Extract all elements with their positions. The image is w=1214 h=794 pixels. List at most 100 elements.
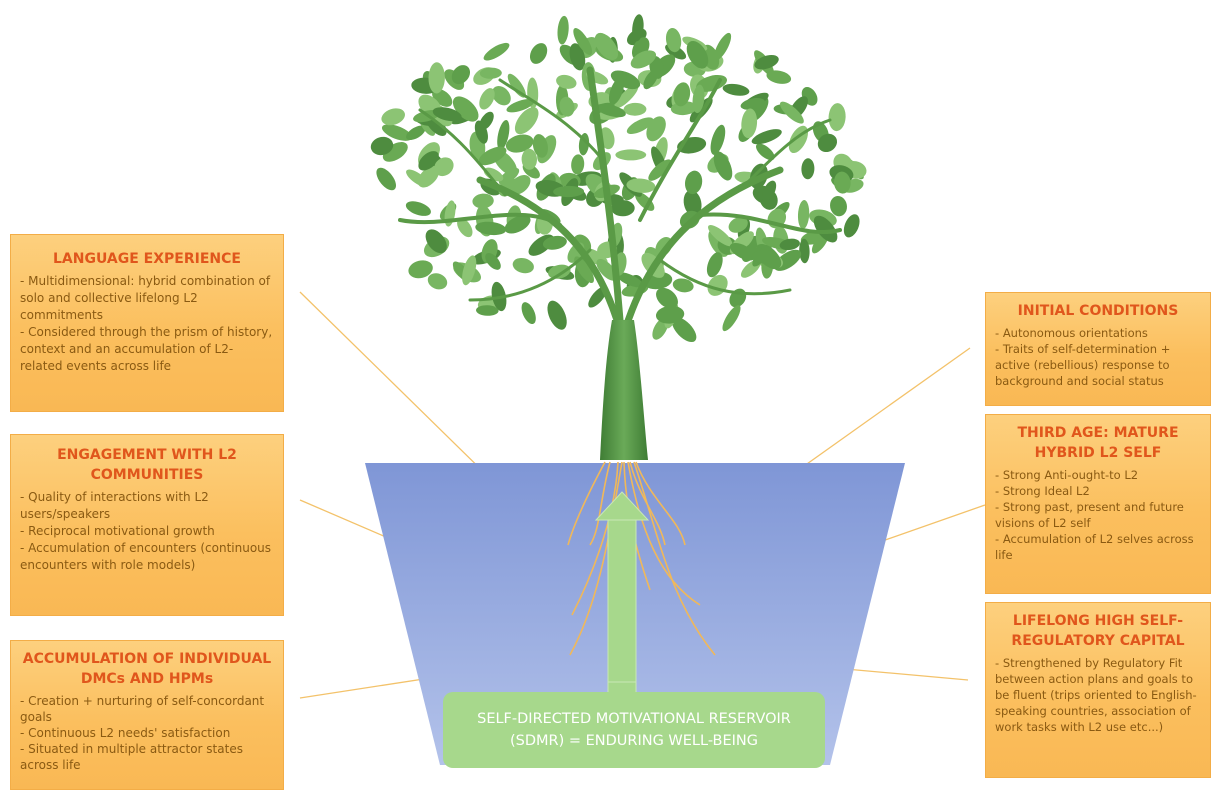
- leaf: [665, 27, 682, 53]
- leaf: [428, 62, 445, 94]
- leaf: [479, 111, 494, 131]
- list-item: Traits of self-determination + active (r…: [995, 341, 1201, 389]
- leaf: [655, 305, 685, 324]
- leaf: [457, 218, 473, 238]
- leaf: [548, 264, 571, 279]
- leaf: [451, 65, 471, 85]
- box-title: LIFELONG HIGH SELF-REGULATORY CAPITAL: [1011, 613, 1185, 649]
- box-title: INITIAL CONDITIONS: [1017, 303, 1179, 319]
- leaf: [472, 193, 494, 209]
- leaf: [616, 272, 643, 288]
- leaf: [514, 107, 539, 135]
- leaf: [547, 300, 567, 330]
- leaf: [706, 252, 723, 278]
- leaf: [569, 43, 586, 71]
- tree-icon: [370, 14, 867, 460]
- list-item: Strong Ideal L2: [995, 483, 1201, 499]
- list-item: Strong Anti-ought-to L2: [995, 467, 1201, 483]
- leaf: [813, 215, 838, 243]
- leaf: [672, 317, 697, 343]
- leaf: [788, 125, 809, 154]
- leaf: [708, 224, 733, 247]
- leaf: [505, 134, 534, 153]
- leaf: [615, 149, 647, 161]
- list-item: Accumulation of encounters (continuous e…: [20, 540, 274, 574]
- box-third-age: THIRD AGE: MATURE HYBRID L2 SELF Strong …: [985, 414, 1211, 594]
- leaf: [434, 157, 454, 177]
- box-language-experience: LANGUAGE EXPERIENCE Multidimensional: hy…: [10, 234, 284, 412]
- leaf: [751, 129, 782, 145]
- leaf: [656, 287, 678, 309]
- leaf: [608, 77, 625, 105]
- leaf: [557, 15, 569, 45]
- leaf: [418, 151, 439, 171]
- leaf: [740, 98, 765, 110]
- leaf: [573, 28, 593, 55]
- roots: [567, 461, 716, 656]
- leaf: [425, 229, 447, 254]
- box-title: ACCUMULATION OF INDIVIDUAL DMCs AND HPMs: [22, 651, 272, 687]
- leaf: [710, 124, 726, 155]
- leaf: [683, 190, 702, 217]
- leaf: [797, 200, 810, 229]
- leaf: [762, 180, 777, 202]
- leaf: [779, 101, 804, 124]
- box-items: Strong Anti-ought-to L2 Strong Ideal L2 …: [995, 467, 1201, 563]
- leaf: [729, 242, 756, 261]
- leaf: [381, 108, 405, 126]
- box-lifelong-self-regulatory-capital: LIFELONG HIGH SELF-REGULATORY CAPITAL St…: [985, 602, 1211, 778]
- leaf: [476, 305, 499, 316]
- leaf: [512, 257, 534, 274]
- leaf: [751, 249, 778, 264]
- leaf: [475, 221, 507, 236]
- leaf: [485, 252, 501, 270]
- list-item: Continuous L2 needs' satisfaction: [20, 725, 274, 741]
- branches: [398, 66, 842, 334]
- leaf: [626, 117, 654, 134]
- leaf: [843, 214, 860, 238]
- leaf: [542, 235, 567, 250]
- leaf: [754, 54, 779, 70]
- box-title: ENGAGEMENT WITH L2 COMMUNITIES: [57, 447, 237, 483]
- leaf: [521, 148, 538, 170]
- leaf: [630, 50, 657, 69]
- leaf: [611, 200, 635, 217]
- leaf: [408, 260, 433, 279]
- leaf: [635, 192, 655, 211]
- leaf: [817, 133, 838, 153]
- list-item: Creation + nurturing of self-concordant …: [20, 693, 274, 725]
- list-item: Autonomous orientations: [995, 325, 1201, 341]
- box-items: Multidimensional: hybrid combination of …: [20, 273, 274, 375]
- leaf: [381, 124, 413, 141]
- leaf: [596, 259, 618, 281]
- box-title: LANGUAGE EXPERIENCE: [53, 251, 241, 267]
- leaf: [649, 55, 664, 79]
- leaf: [529, 43, 548, 64]
- leaf: [728, 217, 748, 233]
- leaf: [799, 238, 810, 264]
- leaf: [614, 84, 639, 109]
- leaf: [532, 134, 548, 158]
- leaf: [508, 175, 531, 195]
- leaf: [506, 98, 535, 113]
- leaf: [483, 167, 504, 182]
- box-items: Strengthened by Regulatory Fit between a…: [995, 655, 1201, 735]
- leaf: [521, 302, 536, 325]
- box-engagement-with-l2-communities: ENGAGEMENT WITH L2 COMMUNITIES Quality o…: [10, 434, 284, 616]
- leaf: [370, 136, 394, 156]
- leaf: [478, 146, 507, 166]
- leaf: [648, 159, 672, 181]
- leaf: [594, 32, 619, 61]
- leaf: [479, 88, 495, 110]
- leaf: [684, 170, 703, 195]
- leaf: [626, 178, 656, 193]
- leaf: [672, 278, 694, 293]
- leaf: [405, 201, 431, 216]
- leaf: [504, 215, 531, 234]
- box-accumulation-of-dmcs-hpms: ACCUMULATION OF INDIVIDUAL DMCs AND HPMs…: [10, 640, 284, 790]
- leaf: [596, 103, 626, 118]
- leaf: [417, 165, 440, 188]
- leaf: [646, 116, 666, 142]
- box-items: Creation + nurturing of self-concordant …: [20, 693, 274, 773]
